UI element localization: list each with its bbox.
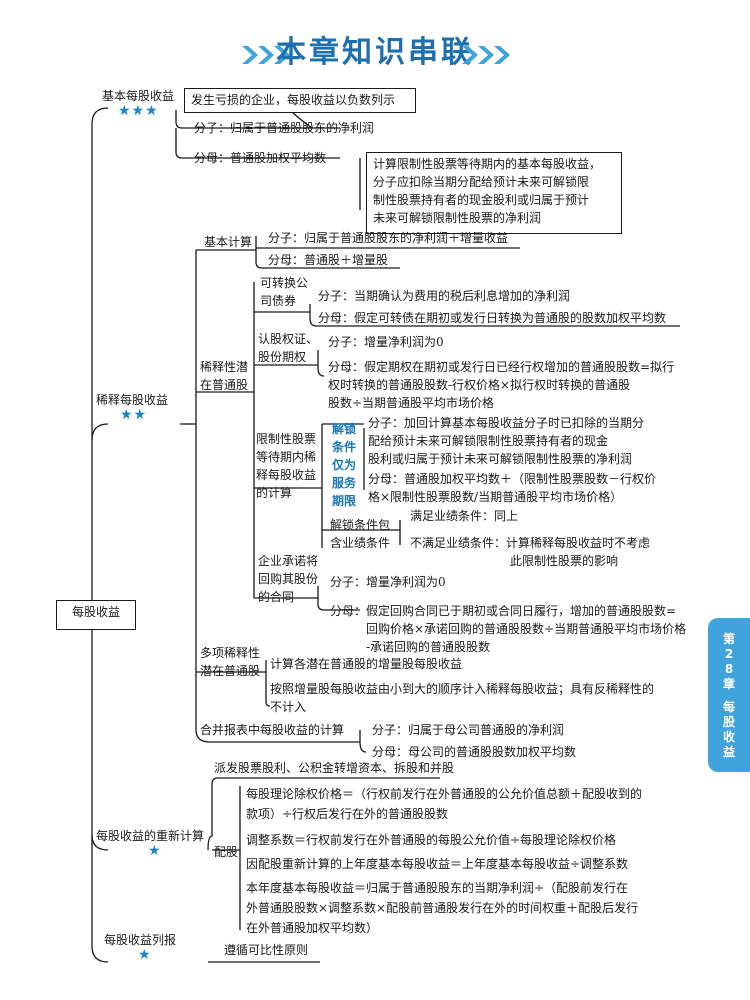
loss-note: 发生亏损的企业，每股收益以负数列示 bbox=[191, 93, 396, 107]
warrants-denominator-line: 分母：假定期权在期初或发行日已经行权增加的普通股股数=拟行 bbox=[328, 360, 675, 374]
service-denominator-line: 格×限制性股票股数/当期普通股平均市场价格） bbox=[368, 490, 623, 504]
convertible-numerator: 分子：当期确认为费用的税后利息增加的净利润 bbox=[318, 289, 571, 303]
service-numerator-line: 分子：加回计算基本每股收益分子时已扣除的当期分 bbox=[368, 416, 645, 430]
service-numerator-line: 股利或归属于预计未来可解锁限制性股票的净利润 bbox=[368, 452, 633, 466]
recalc-stars: ★ bbox=[148, 843, 162, 859]
basic-calc-denominator: 分母：普通股＋增量股 bbox=[268, 253, 389, 267]
service-denominator: 分母：普通股加权平均数＋（限制性股票股数－行权价 格×限制性股票股数/当期普通股… bbox=[368, 470, 656, 506]
performance-condition-label: 解锁条件包含业绩条件 bbox=[330, 518, 391, 550]
prior-year-eps: 因配股重新计算的上年度基本每股收益＝上年度基本每股收益÷调整系数 bbox=[246, 857, 629, 871]
root-label: 每股收益 bbox=[71, 605, 120, 619]
restricted-note-line: 分子应扣除当期分配给预计未来可解锁限 bbox=[373, 175, 590, 189]
consolidated-denominator: 分母：母公司的普通股股数加权平均数 bbox=[372, 745, 577, 759]
basic-eps-label: 基本每股收益 bbox=[102, 89, 175, 103]
performance-not-met-line: 不满足业绩条件：计算稀释每股收益时不考虑 bbox=[410, 536, 651, 550]
multiple-step2-line: 按照增量股每股收益由小到大的顺序计入稀释每股收益；具有反稀释性的 bbox=[270, 682, 655, 696]
basic-calc-numerator: 分子：归属于普通股股东的净利润＋增量收益 bbox=[268, 231, 509, 245]
title-left-chevrons bbox=[242, 46, 290, 64]
multiple-step1: 计算各潜在普通股的增量股每股收益 bbox=[270, 657, 463, 671]
theoretical-price: 每股理论除权价格＝（行权前发行在外普通股的公允价值总额＋配股收到的 款项）÷行权… bbox=[246, 784, 642, 824]
basic-numerator: 分子：归属于普通股股东的净利润 bbox=[194, 121, 375, 135]
recalc-label: 每股收益的重新计算 bbox=[96, 829, 205, 843]
restricted-label: 限制性股票等待期内稀释每股收益的计算 bbox=[256, 432, 317, 500]
theoretical-price-line: 款项）÷行权后发行在外的普通股股数 bbox=[246, 807, 449, 821]
performance-met: 满足业绩条件：同上 bbox=[410, 509, 519, 523]
consolidated-label: 合并报表中每股收益的计算 bbox=[200, 723, 345, 737]
chapter-number: 第28章 bbox=[722, 632, 735, 691]
current-year-eps-line: 外普通股股数×调整系数×配股前普通股发行在外的时间权重＋配股后发行 bbox=[246, 901, 639, 915]
warrants-denominator: 分母：假定期权在期初或发行日已经行权增加的普通股股数=拟行 权时转换的普通股股数… bbox=[328, 358, 674, 412]
page-title-wrap: 本章知识串联 bbox=[205, 34, 545, 72]
buyback-label: 企业承诺将回购其股份的合同 bbox=[258, 554, 319, 604]
restricted-stock-note-box: 计算限制性股票等待期内的基本每股收益， 分子应扣除当期分配给预计未来可解锁限 制… bbox=[366, 152, 622, 234]
comparability-principle: 遵循可比性原则 bbox=[224, 943, 309, 957]
buyback-denominator-line: -承诺回购的普通股股数 bbox=[366, 640, 491, 654]
service-numerator-line: 配给预计未来可解锁限制性股票持有者的现金 bbox=[368, 434, 609, 448]
page-title: 本章知识串联 bbox=[276, 35, 474, 70]
buyback-denominator-line: 分母：假定回购合同已于期初或合同日履行，增加的普通股股数= bbox=[330, 604, 677, 618]
multiple-label: 多项稀释性潜在普通股 bbox=[200, 646, 261, 678]
buyback-denominator-line: 回购价格×承诺回购的普通股股数÷当期普通股平均市场价格 bbox=[366, 622, 687, 636]
potential-stock-label: 稀释性潜在普通股 bbox=[200, 360, 249, 392]
service-condition-label: 解锁条件仅为服务期限 bbox=[332, 422, 357, 508]
consolidated-numerator: 分子：归属于母公司普通股的净利润 bbox=[372, 723, 565, 737]
performance-not-met: 不满足业绩条件：计算稀释每股收益时不考虑 此限制性股票的影响 bbox=[410, 534, 650, 570]
title-right-chevrons bbox=[462, 46, 510, 64]
convertible-denominator: 分母：假定可转债在期初或发行日转换为普通股的股数加权平均数 bbox=[318, 311, 667, 325]
current-year-eps: 本年度基本每股收益＝归属于普通股股东的当期净利润÷（配股前发行在 外普通股股数×… bbox=[246, 878, 638, 938]
basic-eps-stars: ★★★ bbox=[118, 103, 159, 119]
presentation-stars: ★ bbox=[138, 947, 152, 963]
restricted-note-line: 计算限制性股票等待期内的基本每股收益， bbox=[373, 157, 602, 171]
service-denominator-line: 分母：普通股加权平均数＋（限制性股票股数－行权价 bbox=[368, 472, 657, 486]
warrants-label: 认股权证、股份期权 bbox=[258, 332, 319, 364]
warrants-denominator-line: 权时转换的普通股股数-行权价格×拟行权时转换的普通股 bbox=[328, 378, 631, 392]
basic-denominator: 分母：普通股加权平均数 bbox=[194, 151, 327, 165]
current-year-eps-line: 在外普通股加权平均数） bbox=[246, 921, 379, 935]
diluted-eps-stars: ★★ bbox=[120, 407, 148, 423]
root-node: 每股收益 bbox=[56, 600, 136, 630]
current-year-eps-line: 本年度基本每股收益＝归属于普通股股东的当期净利润÷（配股前发行在 bbox=[246, 881, 629, 895]
theoretical-price-line: 每股理论除权价格＝（行权前发行在外普通股的公允价值总额＋配股收到的 bbox=[246, 787, 643, 801]
loss-note-box: 发生亏损的企业，每股收益以负数列示 bbox=[184, 88, 416, 113]
diluted-eps-label: 稀释每股收益 bbox=[96, 393, 169, 407]
basic-calc-label: 基本计算 bbox=[204, 235, 253, 249]
buyback-numerator: 分子：增量净利润为0 bbox=[330, 575, 446, 589]
recalc-dividend: 派发股票股利、公积金转增资本、拆股和并股 bbox=[214, 761, 455, 775]
restricted-note-line: 制性股票持有者的现金股利或归属于预计 bbox=[373, 193, 590, 207]
rights-issue-label: 配股 bbox=[214, 845, 239, 859]
warrants-denominator-line: 股数÷当期普通股平均市场价格 bbox=[328, 396, 495, 410]
adjustment-factor: 调整系数＝行权前发行在外普通股的每股公允价值÷每股理论除权价格 bbox=[246, 833, 617, 847]
multiple-step2-line: 不计入 bbox=[270, 700, 307, 714]
multiple-step2: 按照增量股每股收益由小到大的顺序计入稀释每股收益；具有反稀释性的 不计入 bbox=[270, 680, 654, 716]
performance-not-met-line: 此限制性股票的影响 bbox=[510, 554, 619, 568]
restricted-note-line: 未来可解锁限制性股票的净利润 bbox=[373, 211, 542, 225]
service-numerator: 分子：加回计算基本每股收益分子时已扣除的当期分 配给预计未来可解锁限制性股票持有… bbox=[368, 414, 644, 468]
convertible-label: 可转换公司债券 bbox=[260, 276, 309, 308]
chapter-topic: 每股收益 bbox=[722, 700, 735, 759]
warrants-numerator: 分子：增量净利润为0 bbox=[328, 335, 444, 349]
presentation-label: 每股收益列报 bbox=[104, 933, 177, 947]
chapter-side-tab[interactable]: 第28章 每股收益 bbox=[708, 618, 750, 772]
buyback-denominator: 分母：假定回购合同已于期初或合同日履行，增加的普通股股数= 回购价格×承诺回购的… bbox=[330, 602, 686, 656]
